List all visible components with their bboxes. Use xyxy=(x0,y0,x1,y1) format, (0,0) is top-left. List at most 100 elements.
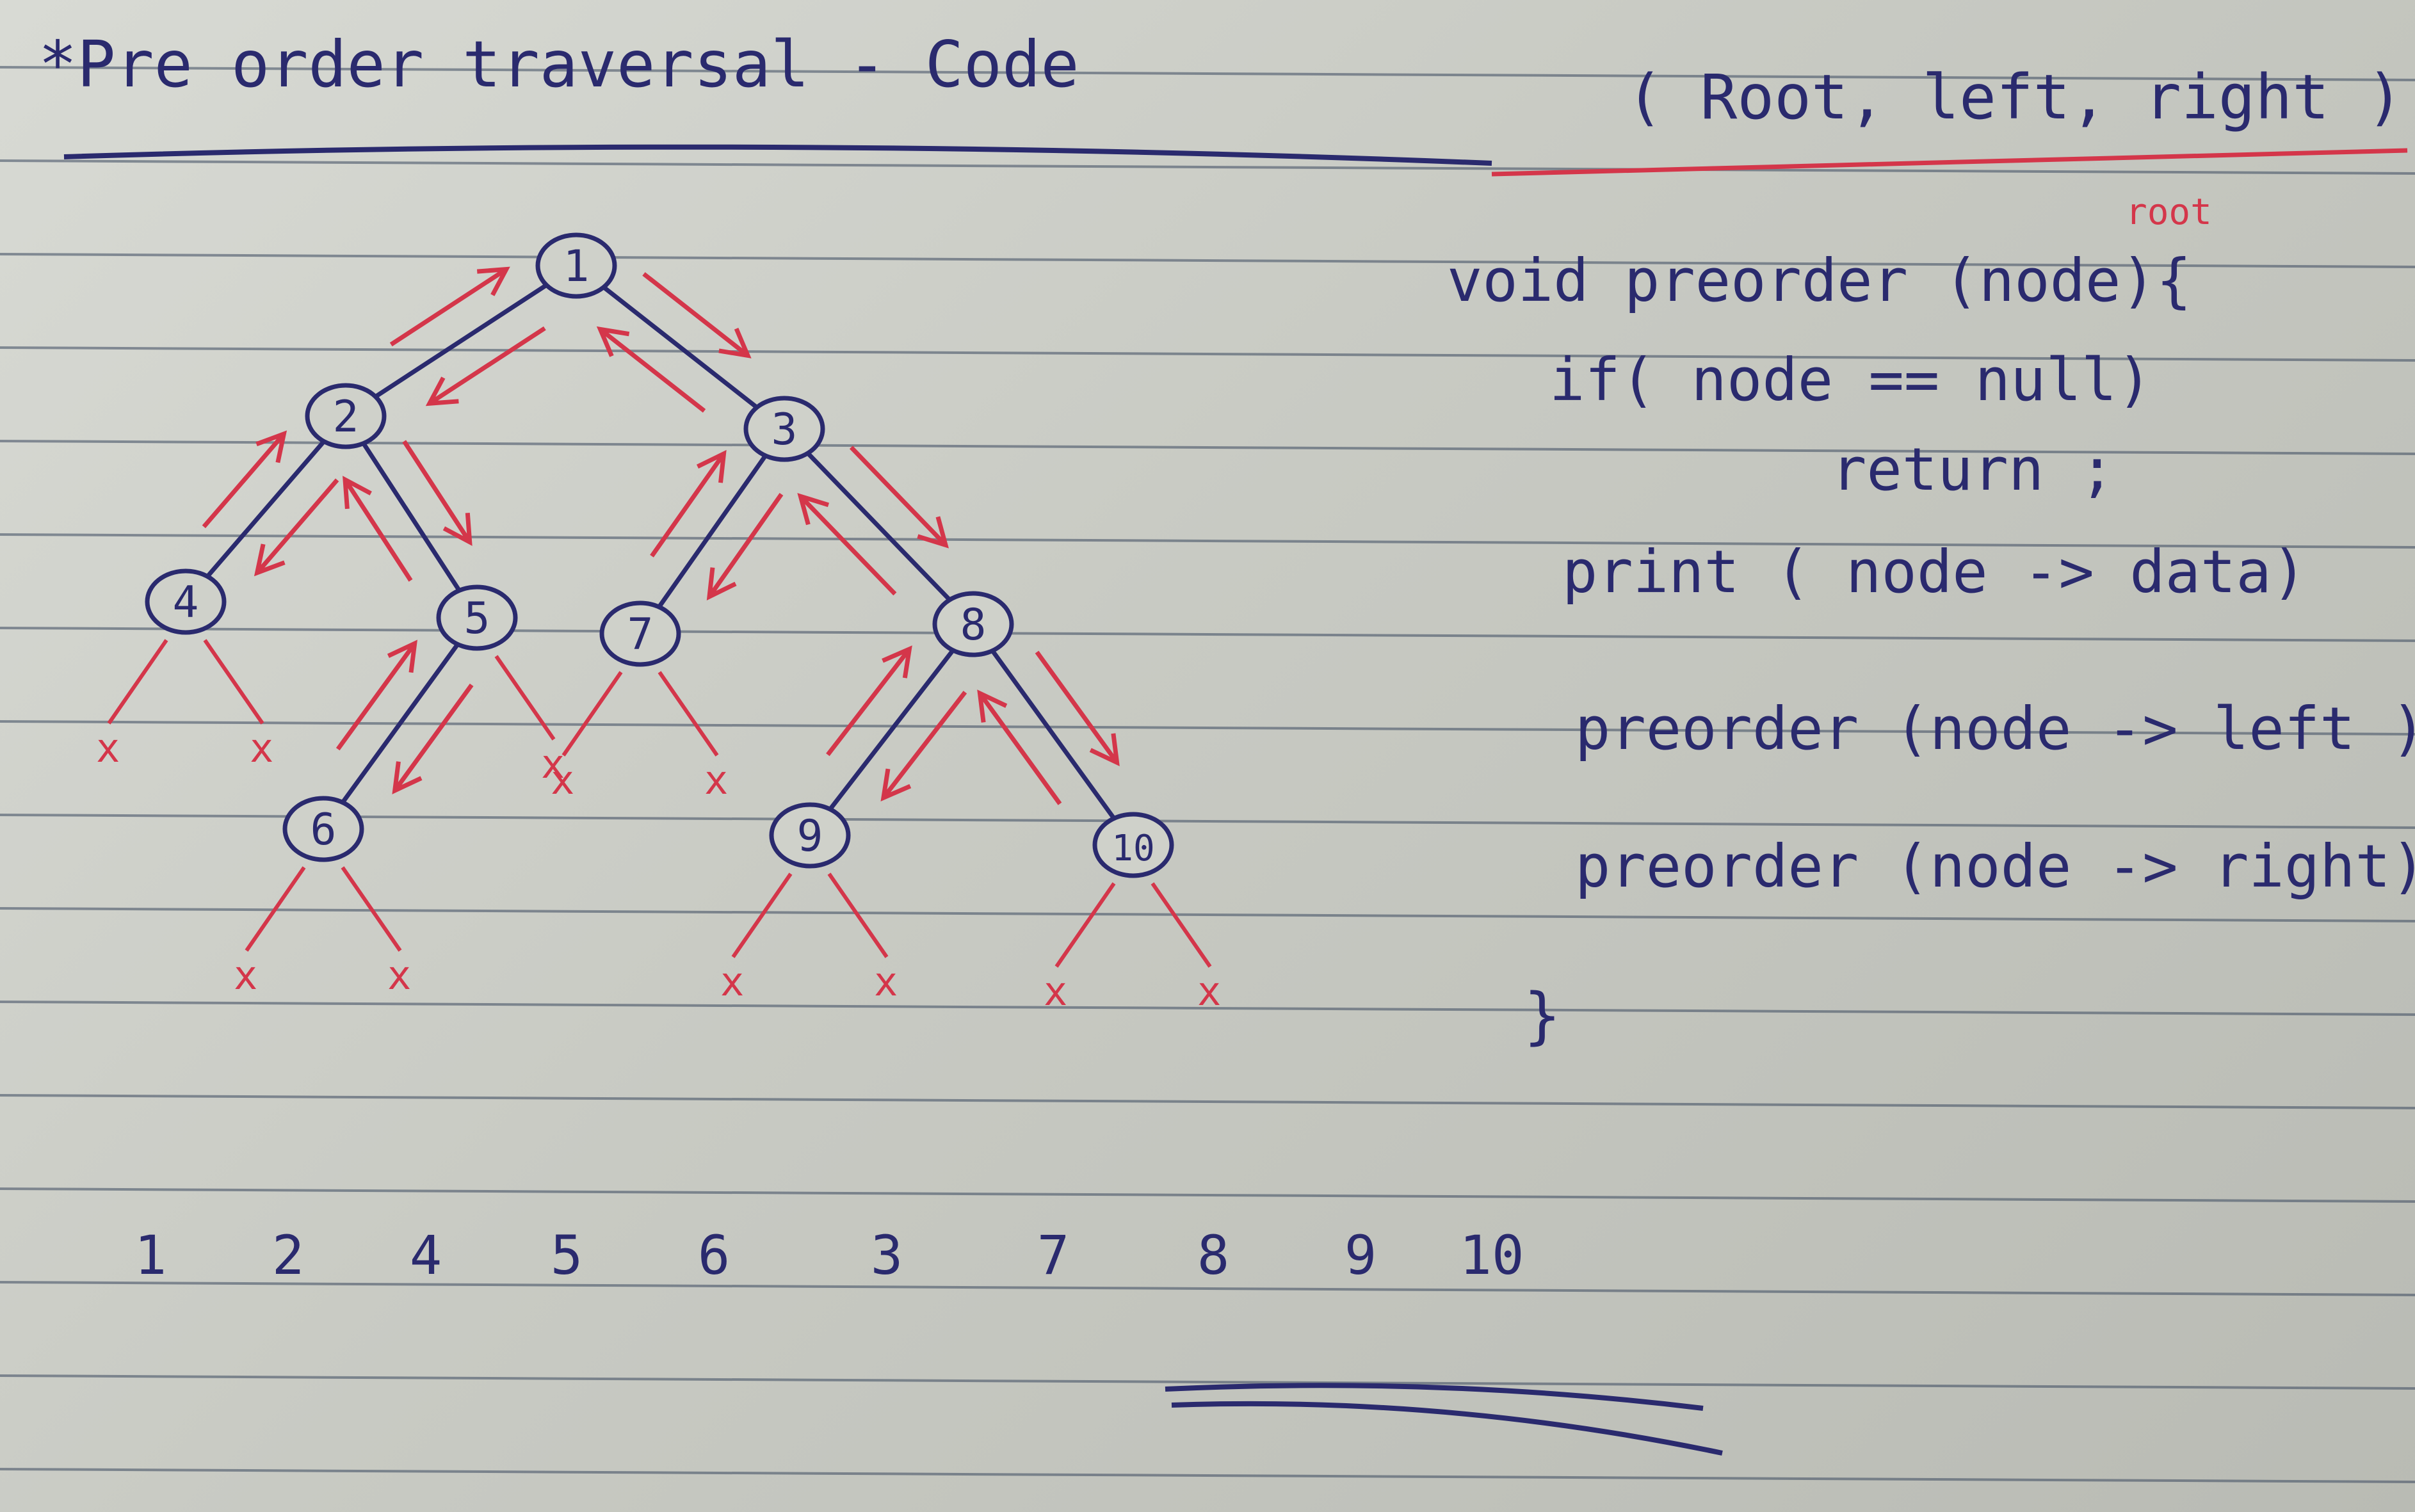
output-item-7: 7 xyxy=(1037,1224,1070,1287)
null-mark: x xyxy=(541,741,565,787)
tree-edge-2-5 xyxy=(344,415,479,619)
node-circle xyxy=(769,802,851,869)
null-mark: x xyxy=(250,725,273,771)
output-item-3: 4 xyxy=(410,1224,442,1287)
node-label: 7 xyxy=(627,609,654,660)
output-item-8: 8 xyxy=(1197,1224,1230,1287)
traversal-arrow-3-7 xyxy=(706,493,784,600)
null-link xyxy=(245,866,306,952)
tree-node-7: 7 xyxy=(599,600,681,667)
tree-edge-3-8 xyxy=(782,427,975,626)
traversal-arrow-3-8 xyxy=(849,446,949,549)
null-link xyxy=(827,873,889,958)
node-label: 1 xyxy=(563,241,590,292)
node-label: 8 xyxy=(960,600,987,650)
output-item-10: 10 xyxy=(1459,1224,1524,1287)
end-underline-2 xyxy=(1171,1401,1723,1456)
tree-edge-1-3 xyxy=(574,264,786,431)
traversal-arrow-3-7 xyxy=(650,449,727,558)
rule-line xyxy=(0,1281,2415,1296)
traversal-arrow-1-3 xyxy=(642,272,752,358)
rule-line xyxy=(0,1468,2415,1483)
rule-line xyxy=(0,533,2415,549)
node-label: 10 xyxy=(1111,828,1154,869)
tree-edge-3-7 xyxy=(638,427,786,636)
node-label: 3 xyxy=(771,405,798,455)
null-link xyxy=(731,873,793,958)
null-mark: x xyxy=(1044,968,1067,1015)
tree-edge-8-10 xyxy=(971,622,1135,847)
null-mark: x xyxy=(720,958,744,1005)
node-circle xyxy=(305,383,387,449)
node-circle xyxy=(535,232,617,299)
rule-line xyxy=(0,814,2415,829)
node-circle xyxy=(932,591,1014,657)
traversal-arrow-2-5 xyxy=(402,440,472,546)
tree-edge-8-9 xyxy=(808,622,975,837)
output-item-5: 6 xyxy=(698,1224,731,1287)
tree-node-10: 10 xyxy=(1092,812,1174,878)
null-link xyxy=(341,866,402,952)
output-item-1: 1 xyxy=(134,1224,167,1287)
rule-line xyxy=(0,346,2415,362)
rule-line xyxy=(0,907,2415,922)
ruled-lines xyxy=(0,66,2415,1483)
null-link xyxy=(1054,882,1116,968)
node-circle xyxy=(436,584,518,651)
tree-edge-5-6 xyxy=(321,616,479,831)
traversal-arrow-8-9 xyxy=(826,645,912,757)
code-line-1: void preorder (node){ xyxy=(1447,246,2192,315)
root-note: root xyxy=(2126,191,2212,233)
node-circle xyxy=(1092,812,1174,878)
rule-line xyxy=(0,1001,2415,1016)
tree-node-5: 5 xyxy=(436,584,518,651)
traversal-arrow-1-2 xyxy=(389,266,510,347)
tree-edge-1-2 xyxy=(344,264,578,418)
rule-line xyxy=(0,253,2415,268)
null-link xyxy=(107,639,168,725)
rule-line xyxy=(0,440,2415,455)
tree-node-3: 3 xyxy=(743,396,825,462)
tree-node-8: 8 xyxy=(932,591,1014,657)
null-link xyxy=(561,671,623,757)
node-label: 2 xyxy=(333,392,359,442)
null-mark: x xyxy=(1197,968,1221,1015)
tree-node-2: 2 xyxy=(305,383,387,449)
node-circle xyxy=(743,396,825,462)
traversal-arrow-2-4 xyxy=(254,478,339,577)
traversal-arrow-8-10 xyxy=(977,689,1062,805)
tree-edge-2-4 xyxy=(184,414,348,604)
tree-node-1: 1 xyxy=(535,232,617,299)
tree-edges xyxy=(184,264,1135,847)
traversal-arrow-8-9 xyxy=(880,691,967,801)
code-line-4: print ( node -> data) xyxy=(1562,538,2307,606)
order-rule: ( Root, left, right ) xyxy=(1626,61,2403,133)
code-line-2: if( node == null) xyxy=(1549,346,2152,414)
output-item-9: 9 xyxy=(1345,1224,1377,1287)
traversal-arrow-2-5 xyxy=(343,476,413,582)
code-block: void preorder (node){ if( node == null) … xyxy=(1447,246,2415,1052)
null-mark: x xyxy=(96,725,120,771)
rule-line xyxy=(0,66,2415,81)
end-underline-1 xyxy=(1165,1383,1704,1411)
traversal-arrow-5-6 xyxy=(335,639,417,751)
rule-line xyxy=(0,1374,2415,1390)
null-link xyxy=(203,639,264,725)
traversal-arrows xyxy=(202,266,1120,805)
tree-node-6: 6 xyxy=(282,796,364,862)
node-circle xyxy=(145,568,227,635)
null-mark: x xyxy=(874,958,898,1005)
node-label: 6 xyxy=(311,805,337,855)
node-circle xyxy=(599,600,681,667)
null-link xyxy=(494,655,556,741)
code-line-7: } xyxy=(1524,980,1561,1052)
traversal-arrow-8-10 xyxy=(1035,650,1120,767)
traversal-arrow-5-6 xyxy=(392,683,474,794)
rule-line xyxy=(0,627,2415,642)
code-line-5: preorder (node -> left ) xyxy=(1575,695,2415,763)
